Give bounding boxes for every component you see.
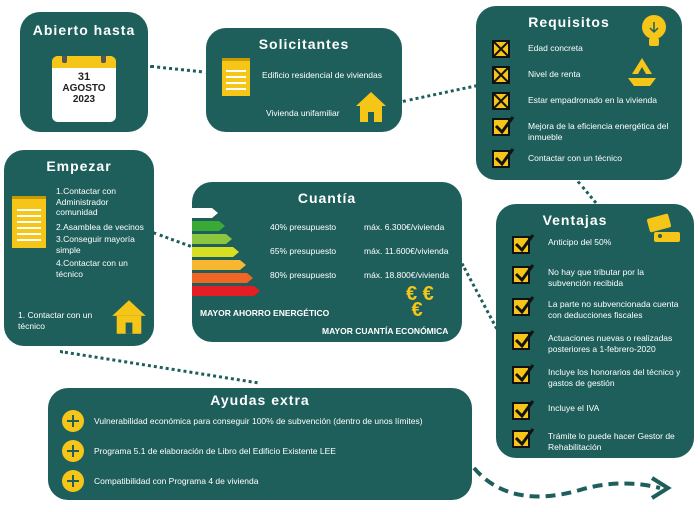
- abierto-title: Abierto hasta: [32, 22, 136, 38]
- connector: [152, 231, 192, 248]
- energy-bar: [192, 234, 232, 244]
- connector: [402, 84, 478, 103]
- cuantia-title: Cuantía: [297, 190, 357, 206]
- cross-icon: [492, 66, 510, 84]
- check-icon: [512, 264, 535, 284]
- ventajas-card: Ventajas Anticipo del 50% No hay que trib…: [496, 204, 694, 458]
- energy-bar: [192, 286, 260, 296]
- cuantia-pct-3: 80% presupuesto: [270, 270, 337, 280]
- check-icon: [512, 296, 535, 316]
- ventaja-label: Anticipo del 50%: [548, 237, 612, 247]
- solicitantes-card: Solicitantes Edificio residencial de viv…: [206, 28, 402, 132]
- empezar-step-4: 4.Contactar con un técnico: [56, 258, 128, 279]
- cuantia-label-2: MAYOR CUANTÍA ECONÓMICA: [322, 326, 449, 336]
- empezar-card: Empezar 1.Contactar con Administrador co…: [4, 150, 154, 346]
- check-icon: [512, 364, 535, 384]
- requisito-label: Edad concreta: [528, 43, 583, 53]
- cuantia-card: Cuantía 40% presupuesto máx. 6.300€/vivi…: [192, 182, 462, 342]
- ventaja-label: No hay que tributar por la subvención re…: [548, 267, 644, 288]
- empezar-step-1: 1.Contactar con Administrador comunidad: [56, 186, 117, 218]
- ventaja-label: Actuaciones nuevas o realizadas posterio…: [548, 333, 673, 354]
- lightbulb-icon: [640, 14, 668, 48]
- empezar-step-3: 3.Conseguir mayoría simple: [56, 234, 135, 255]
- house-icon: [354, 90, 388, 124]
- ventaja-label: Incluye los honorarios del técnico y gas…: [548, 367, 681, 388]
- ayudas-item-3: Compatibilidad con Programa 4 de viviend…: [94, 476, 259, 486]
- plus-icon: [62, 410, 84, 432]
- solicitantes-item-2: Vivienda unifamiliar: [266, 108, 340, 118]
- connector: [576, 180, 598, 204]
- requisito-label: Mejora de la eficiencia energética del i…: [528, 121, 669, 142]
- check-icon: [492, 116, 515, 136]
- check-icon: [512, 330, 535, 350]
- energy-bar: [192, 273, 253, 283]
- calendar-month: AGOSTO: [62, 83, 106, 94]
- ventaja-label: Incluye el IVA: [548, 403, 600, 413]
- ventaja-label: Trámite lo puede hacer Gestor de Rehabil…: [548, 431, 675, 452]
- calendar-icon: 31 AGOSTO 2023: [52, 56, 116, 122]
- ayudas-item-2: Programa 5.1 de elaboración de Libro del…: [94, 446, 336, 456]
- recycle-icon: [624, 56, 660, 88]
- cuantia-pct-1: 40% presupuesto: [270, 222, 337, 232]
- requisito-label: Contactar con un técnico: [528, 153, 623, 163]
- cross-icon: [492, 92, 510, 110]
- check-icon: [512, 428, 535, 448]
- cuantia-max-3: máx. 18.800€/vivienda: [364, 270, 450, 280]
- check-icon: [492, 148, 515, 168]
- solicitantes-title: Solicitantes: [258, 36, 350, 52]
- energy-bar: [192, 208, 218, 218]
- building-icon: [222, 58, 250, 96]
- cuantia-max-2: máx. 11.600€/vivienda: [364, 246, 449, 256]
- cuantia-pct-2: 65% presupuesto: [270, 246, 337, 256]
- abierto-card: Abierto hasta 31 AGOSTO 2023: [20, 12, 148, 132]
- cuantia-max-1: máx. 6.300€/vivienda: [364, 222, 445, 232]
- calendar-day: 31: [77, 71, 91, 83]
- solicitantes-item-1: Edificio residencial de viviendas: [262, 70, 383, 80]
- ventajas-title: Ventajas: [542, 212, 608, 228]
- empezar-step-2: 2.Asamblea de vecinos: [56, 222, 144, 232]
- energy-bar: [192, 221, 225, 231]
- empezar-note: 1. Contactar con un técnico: [18, 310, 93, 331]
- ayudas-title: Ayudas extra: [210, 392, 310, 408]
- cuantia-label-1: MAYOR AHORRO ENERGÉTICO: [200, 308, 330, 318]
- energy-bar: [192, 247, 239, 257]
- check-icon: [512, 400, 535, 420]
- plus-icon: [62, 470, 84, 492]
- connector: [59, 350, 258, 385]
- energy-bar: [192, 260, 246, 270]
- requisitos-title: Requisitos: [528, 14, 610, 30]
- calendar-year: 2023: [72, 94, 96, 105]
- requisito-label: Nivel de renta: [528, 69, 581, 79]
- connector: [150, 64, 210, 75]
- connector: [460, 262, 501, 335]
- money-hand-icon: [646, 212, 682, 244]
- euro-icon: € € €: [406, 283, 434, 321]
- check-icon: [512, 234, 535, 254]
- ayudas-item-1: Vulnerabilidad económica para conseguir …: [94, 416, 423, 426]
- house-icon: [110, 298, 148, 336]
- arrow-icon: [472, 466, 672, 500]
- ayudas-card: Ayudas extra Vulnerabilidad económica pa…: [48, 388, 472, 500]
- ventaja-label: La parte no subvencionada cuenta con ded…: [548, 299, 679, 320]
- requisito-label: Estar empadronado en la vivienda: [528, 95, 657, 105]
- plus-icon: [62, 440, 84, 462]
- empezar-title: Empezar: [46, 158, 112, 174]
- cross-icon: [492, 40, 510, 58]
- building-icon: [12, 196, 46, 248]
